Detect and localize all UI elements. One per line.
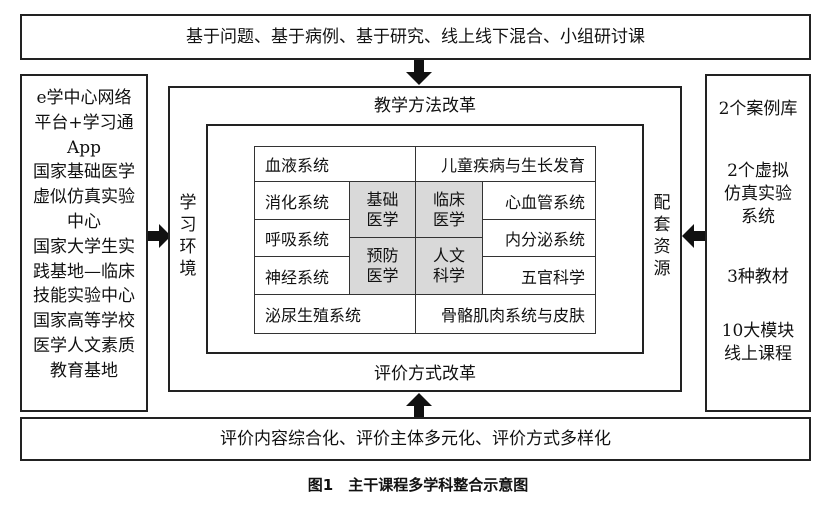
char: 资	[653, 237, 671, 257]
evaluation-method-label: 评价方式改革	[374, 364, 476, 384]
subject-grid: 血液系统 儿童疾病与生长发育 消化系统 呼吸系统 神经系统 基础 医学 临床 医…	[254, 146, 596, 334]
left-line: 平台+学习通	[34, 112, 134, 133]
arrow-right-icon	[148, 224, 171, 248]
char: 习	[179, 215, 197, 235]
arrow-down-icon	[406, 60, 432, 85]
left-line: 教育基地	[50, 360, 118, 381]
top-banner: 基于问题、基于病例、基于研究、线上线下混合、小组研讨课	[20, 14, 811, 60]
left-line: 国家大学生实	[33, 236, 135, 257]
right-item: 2个案例库	[718, 99, 798, 119]
arrow-left-icon	[682, 224, 705, 248]
left-line: 中心	[67, 211, 101, 232]
supporting-resources-label: 配 套 资 源	[650, 192, 674, 280]
grid-cell: 儿童疾病与生长发育	[415, 146, 596, 182]
left-line: 国家基础医学	[33, 162, 135, 183]
right-item-multiline: 2个虚拟 仿真实验 系统	[724, 161, 792, 227]
char: 学	[179, 193, 197, 213]
grid-cell: 骨骼肌肉系统与皮肤	[415, 294, 596, 334]
grid-cell: 内分泌系统	[482, 219, 596, 257]
learning-environment-label: 学 习 环 境	[176, 192, 200, 280]
grid-cell: 五官科学	[482, 256, 596, 295]
center-cell: 人文 科学	[415, 237, 483, 295]
grid-cell: 神经系统	[254, 256, 350, 295]
char: 境	[179, 259, 197, 279]
right-item-multiline: 10大模块 线上课程	[721, 321, 795, 364]
center-cell: 预防 医学	[349, 237, 416, 295]
grid-cell: 心血管系统	[482, 181, 596, 220]
grid-cell: 呼吸系统	[254, 219, 350, 257]
left-line: 医学人文素质	[33, 335, 135, 356]
left-line: 技能实验中心	[33, 286, 135, 307]
top-banner-text: 基于问题、基于病例、基于研究、线上线下混合、小组研讨课	[186, 26, 645, 47]
right-panel: 2个案例库 2个虚拟 仿真实验 系统 3种教材 10大模块 线上课程	[705, 74, 811, 412]
char: 套	[653, 215, 671, 235]
char: 源	[653, 259, 671, 279]
center-cell: 基础 医学	[349, 181, 416, 238]
bottom-banner: 评价内容综合化、评价主体多元化、评价方式多样化	[20, 417, 811, 461]
right-item: 3种教材	[727, 267, 789, 287]
left-line: 虚似仿真实验	[33, 187, 135, 208]
center-cell: 临床 医学	[415, 181, 483, 238]
char: 环	[179, 237, 197, 257]
left-line: App	[66, 137, 102, 158]
grid-cell: 血液系统	[254, 146, 416, 182]
grid-cell: 泌尿生殖系统	[254, 294, 416, 334]
char: 配	[653, 193, 671, 213]
left-line: 践基地—临床	[33, 261, 135, 282]
arrow-up-icon	[406, 393, 432, 418]
left-line: 国家高等学校	[33, 311, 135, 332]
figure-caption: 图1 主干课程多学科整合示意图	[307, 476, 529, 494]
grid-cell: 消化系统	[254, 181, 350, 220]
bottom-banner-text: 评价内容综合化、评价主体多元化、评价方式多样化	[220, 428, 611, 449]
left-panel: e学中心网络 平台+学习通 App 国家基础医学 虚似仿真实验 中心 国家大学生…	[20, 74, 148, 412]
left-line: e学中心网络	[36, 88, 132, 108]
teaching-method-label: 教学方法改革	[374, 96, 476, 116]
